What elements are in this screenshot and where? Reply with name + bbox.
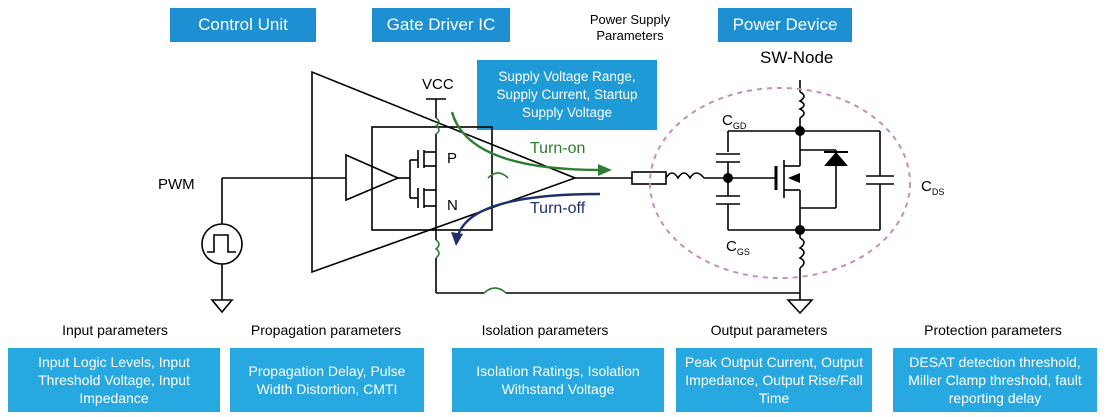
power-device-boundary bbox=[649, 87, 911, 279]
cds-label: CDS bbox=[921, 178, 945, 197]
pwm-source bbox=[201, 223, 243, 265]
inductors bbox=[434, 117, 509, 294]
turn-on-label: Turn-on bbox=[530, 140, 586, 157]
category-box-propagation: Propagation Delay, Pulse Width Distortio… bbox=[230, 348, 424, 412]
header-power-device: Power Device bbox=[718, 8, 852, 42]
category-title-isolation: Isolation parameters bbox=[481, 322, 609, 338]
category-box-isolation: Isolation Ratings, Isolation Withstand V… bbox=[452, 348, 664, 412]
power-supply-title: Power Supply Parameters bbox=[589, 12, 671, 43]
sw-node-label: SW-Node bbox=[760, 48, 834, 67]
n-label: N bbox=[447, 197, 458, 214]
driver-triangle bbox=[311, 70, 578, 274]
turn-on-arrow bbox=[450, 111, 601, 172]
turn-off-label: Turn-off bbox=[530, 200, 586, 217]
header-gate-driver: Gate Driver IC bbox=[372, 8, 510, 42]
category-box-input: Input Logic Levels, Input Threshold Volt… bbox=[8, 348, 220, 412]
p-label: P bbox=[447, 150, 458, 167]
category-title-input: Input parameters bbox=[62, 322, 168, 338]
power-supply-box: Supply Voltage Range, Supply Current, St… bbox=[477, 60, 657, 130]
turn-off-arrow bbox=[456, 192, 601, 237]
category-title-propagation: Propagation parameters bbox=[250, 322, 402, 338]
category-title-output: Output parameters bbox=[710, 322, 828, 338]
category-box-output: Peak Output Current, Output Impedance, O… bbox=[676, 348, 872, 412]
category-title-protection: Protection parameters bbox=[924, 322, 1062, 338]
cgs-label: CGS bbox=[726, 238, 750, 257]
pwm-label: PWM bbox=[158, 176, 195, 193]
category-box-protection: DESAT detection threshold, Miller Clamp … bbox=[893, 348, 1097, 412]
header-control-unit: Control Unit bbox=[170, 8, 316, 42]
vcc-label: VCC bbox=[422, 76, 454, 93]
cgd-label: CGD bbox=[722, 112, 747, 131]
